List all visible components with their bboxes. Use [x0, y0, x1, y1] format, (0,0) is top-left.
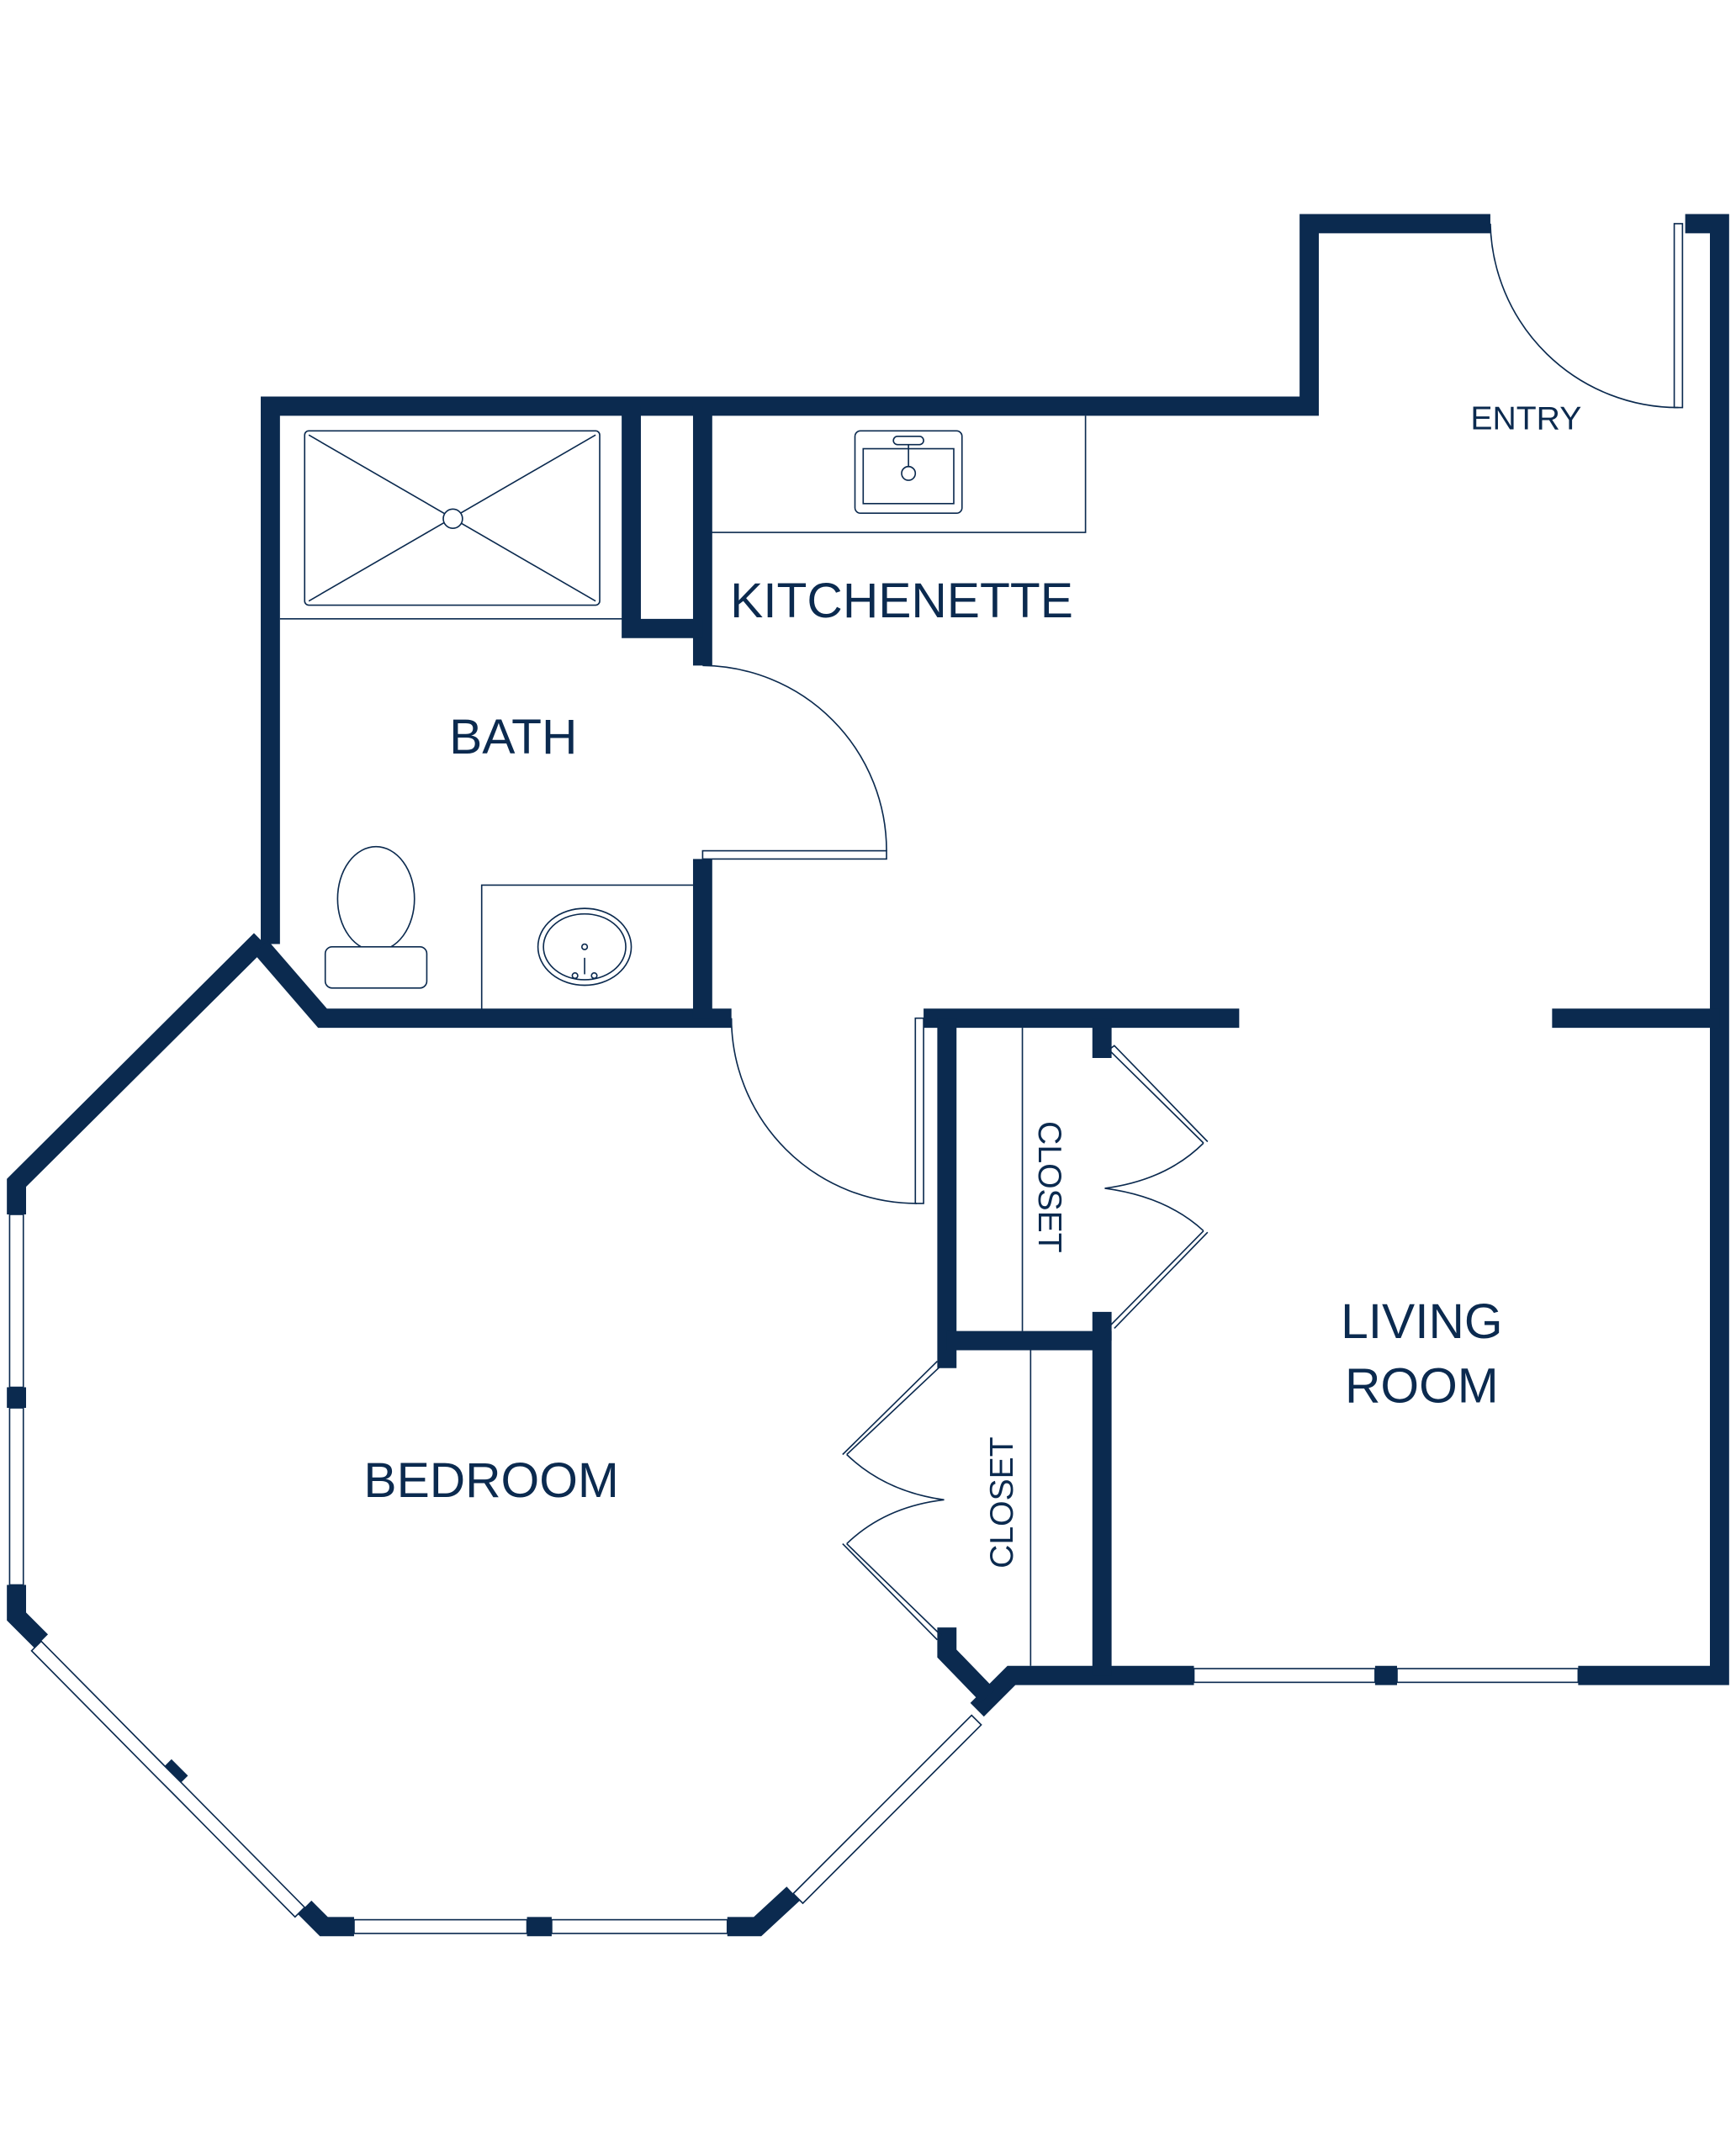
toilet-icon: [336, 845, 415, 952]
bath-sink-icon: [537, 907, 632, 987]
label-bedroom: BEDROOM: [363, 1453, 618, 1508]
shower-icon: [304, 430, 601, 606]
label-bath: BATH: [449, 710, 577, 764]
kitchen-sink-icon: [854, 430, 963, 515]
fixtures: [279, 415, 1087, 1666]
walls: [7, 214, 1729, 1937]
label-closet-bedroom: CLOSET: [984, 1436, 1020, 1568]
label-closet-living: CLOSET: [1031, 1121, 1067, 1253]
room-labels: KITCHENETTE BATH ENTRY LIVING ROOM BEDRO…: [363, 401, 1581, 1568]
label-living: LIVING: [1341, 1294, 1503, 1349]
label-kitchenette: KITCHENETTE: [730, 574, 1073, 628]
windows: [8, 1214, 1580, 1934]
label-entry: ENTRY: [1470, 401, 1581, 437]
doors: [701, 223, 1684, 1641]
label-room: ROOM: [1345, 1359, 1499, 1414]
